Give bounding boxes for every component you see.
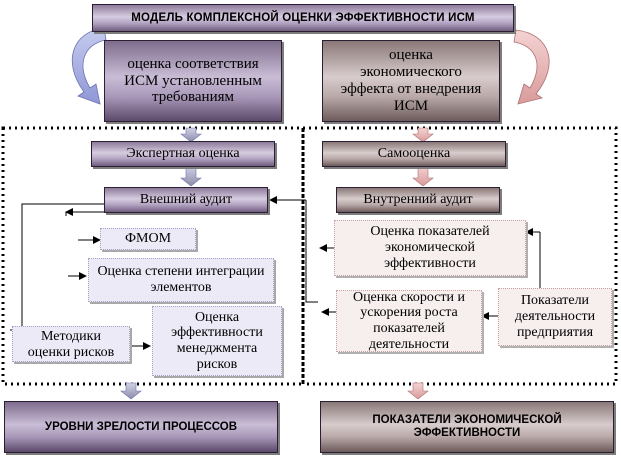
right-dotted-region: [301, 126, 618, 386]
arrow-left-top-to-expert: [180, 127, 202, 143]
diagram-title: МОДЕЛЬ КОМПЛЕКСНОЙ ОЦЕНКИ ЭФФЕКТИВНОСТИ …: [92, 4, 514, 32]
economic-efficiency-box: ПОКАЗАТЕЛИ ЭКОНОМИЧЕСКОЙ ЭФФЕКТИВНОСТИ: [320, 401, 614, 453]
enterprise-indicators-box: Показатели деятельности предприятия: [498, 288, 612, 346]
right-curved-arrow: [513, 29, 550, 105]
integration-box: Оценка степени интеграции элементов: [88, 258, 274, 302]
arrow-expert-to-audit: [180, 165, 202, 187]
arrow-to-bottom-left: [120, 382, 142, 400]
econ-indicators-box: Оценка показателей экономической эффекти…: [334, 220, 526, 276]
arrow-right-top-to-self: [412, 127, 434, 143]
internal-audit-box: Внутренний аудит: [336, 187, 500, 213]
self-assessment-box: Самооценка: [322, 141, 506, 167]
risk-methods-box: Методики оценки рисков: [12, 326, 130, 362]
risk-management-box: Оценка эффективности менеджмента рисков: [152, 306, 282, 376]
left-curved-arrow: [71, 27, 107, 105]
expert-assessment-box: Экспертная оценка: [91, 141, 275, 167]
speed-box: Оценка скорости и ускорения роста показа…: [336, 290, 482, 352]
external-audit-box: Внешний аудит: [104, 187, 268, 213]
process-maturity-box: УРОВНИ ЗРЕЛОСТИ ПРОЦЕССОВ: [4, 401, 278, 453]
arrow-to-bottom-right: [407, 382, 429, 400]
right-top-box: оценка экономического эффекта от внедрен…: [322, 40, 500, 122]
left-top-box: оценка соответствия ИСМ установленным тр…: [104, 40, 282, 122]
connector-right-feedback: [305, 200, 318, 303]
arrow-self-to-audit: [412, 165, 434, 187]
fmom-box: ФМОМ: [100, 228, 196, 250]
